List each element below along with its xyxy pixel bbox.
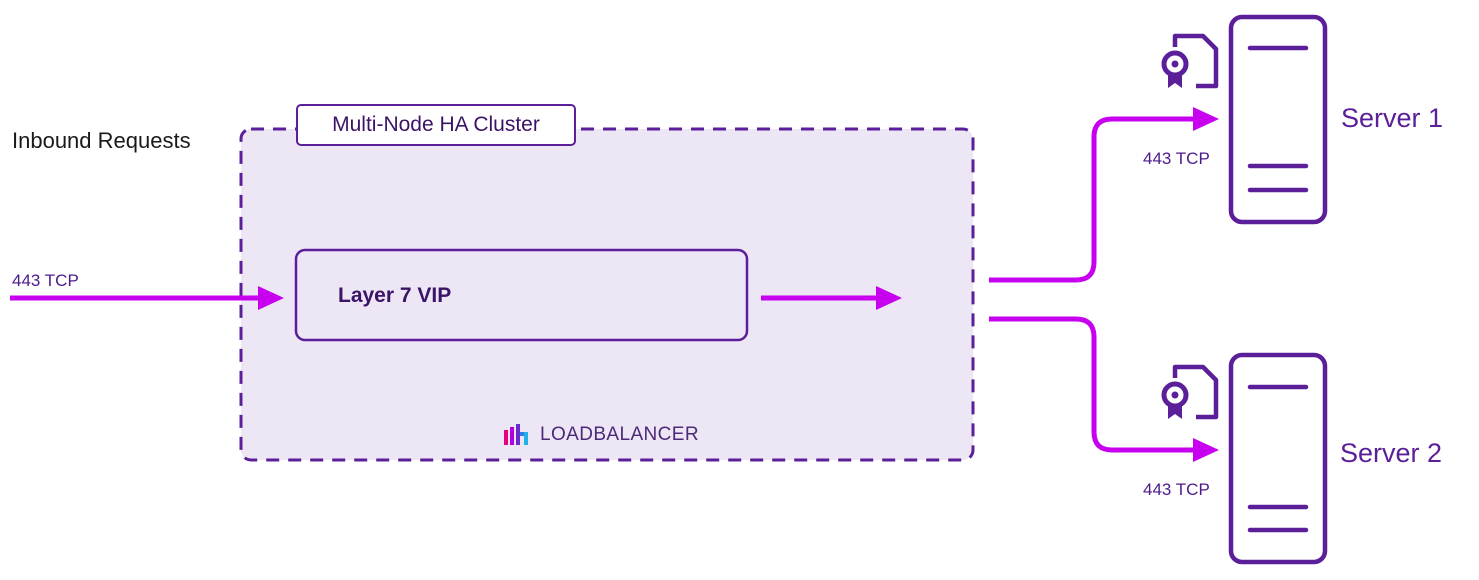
server-1-icon [1228,14,1328,225]
inbound-port-label: 443 TCP [12,271,79,290]
vip-output-arrow [761,286,902,310]
server2-connector-arrow [989,316,1219,462]
certificate-document-icon [1161,33,1219,89]
server-1-name: Server 1 [1341,103,1444,133]
loadbalancer-brand: LOADBALANCER [504,422,699,448]
vip-box [294,248,749,342]
loadbalancer-logo-icon [504,424,528,445]
certificate-document-icon [1161,364,1219,420]
inbound-arrow [10,286,284,310]
server1-connector-arrow [989,107,1219,283]
server1-port-label: 443 TCP [1143,149,1210,168]
cluster-label: Multi-Node HA Cluster [296,104,576,146]
brand-text: LOADBALANCER [540,424,699,445]
vip-label: Layer 7 VIP [338,284,452,307]
inbound-requests-label: Inbound Requests [12,128,191,153]
server-2-icon [1228,352,1328,565]
server2-port-label: 443 TCP [1143,480,1210,499]
server-2-name: Server 2 [1340,438,1443,468]
